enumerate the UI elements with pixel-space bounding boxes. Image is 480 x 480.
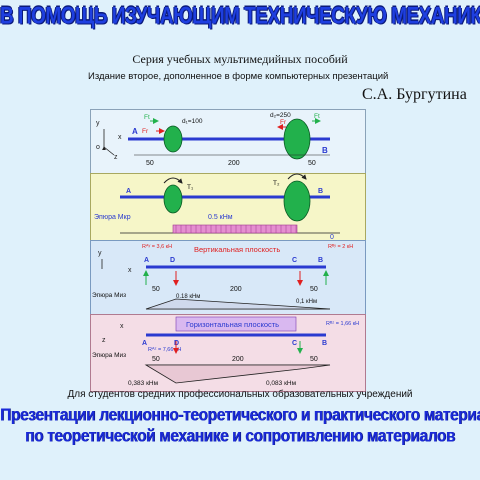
hp-rbz-label: Rᴮᶻ = 1,66 кН <box>326 320 359 327</box>
horizontal-plane-scheme: x z Горизонтальная плоскость Rᴮᶻ = 1,66 … <box>92 316 359 387</box>
vp-dim-2: 200 <box>230 286 242 293</box>
force-fr2-label: Fr <box>280 119 287 126</box>
vp-axis-x: x <box>128 267 132 274</box>
edition-note: Издание второе, дополненное в форме комп… <box>88 71 389 82</box>
vp-moment-diagram <box>145 298 331 310</box>
force-ft2-label: Ft <box>314 113 320 120</box>
torque-diagram-area <box>172 224 298 234</box>
presentation-title-line-2: по теоретической механике и сопротивлени… <box>25 426 455 447</box>
axis-x-label: x <box>118 134 122 141</box>
gear-1 <box>163 125 183 153</box>
vp-rb-label: Rᴮʸ = 2 кН <box>328 243 353 250</box>
hp-point-a: A <box>142 340 147 347</box>
hp-raz-label: Rᴬᶻ = 7,66 кН <box>148 345 181 353</box>
axis-z-label: z <box>114 154 118 161</box>
torque-support-b: B <box>318 188 323 195</box>
torque-diagram-label: Эпюра Мкр <box>94 214 131 221</box>
vp-diagram-label: Эпюра Миз <box>92 292 126 299</box>
hp-dim-2: 200 <box>232 356 244 363</box>
torque-t1-arrow <box>163 177 183 184</box>
origin-label: o <box>96 144 100 151</box>
torque-gear-1 <box>163 184 183 214</box>
hp-moment-d: 0,383 кНм <box>128 380 159 387</box>
vp-dim-3: 50 <box>310 286 318 293</box>
z-axis-line <box>103 146 115 156</box>
dim-label-2: 200 <box>228 160 240 167</box>
hp-dim-1: 50 <box>152 356 160 363</box>
shaft-diagram: y o x z A B d₁=100 Fr Ft d₂=250 Fr Ft 50… <box>92 112 359 387</box>
vp-point-a: A <box>144 257 149 264</box>
torque-value-label: 0.5 кНм <box>208 214 233 221</box>
hp-title: Горизонтальная плоскость <box>186 320 279 329</box>
torque-gear-2 <box>283 180 311 222</box>
torque-support-a: A <box>126 188 131 195</box>
hp-axis-x: x <box>120 323 124 330</box>
hp-point-c: C <box>292 340 297 347</box>
target-audience: Для студентов средних профессиональных о… <box>67 389 413 400</box>
hp-point-d: D <box>174 340 179 347</box>
hp-point-b: B <box>322 340 327 347</box>
torque-zero-label: 0 <box>330 234 334 241</box>
vertical-plane-scheme: y x Rᴬʸ = 3,6 кН Rᴮʸ = 2 кН Вертикальная… <box>92 242 353 310</box>
force-fr1-label: Fr <box>142 128 149 135</box>
torque-t2-label: T₂ <box>273 180 280 187</box>
support-a-label: A <box>132 127 138 136</box>
torque-hatching <box>175 225 297 233</box>
force-ft1-label: Ft <box>144 114 150 121</box>
hp-moment-diagram <box>144 364 331 384</box>
torque-t2-arrow <box>287 173 307 180</box>
presentation-title-line-1: Презентации лекционно-теоретического и п… <box>0 405 480 426</box>
axis-y-label: y <box>96 120 100 127</box>
vp-point-d: D <box>170 257 175 264</box>
hp-axis-z: z <box>102 337 106 344</box>
hp-dim-3: 50 <box>310 356 318 363</box>
vp-point-c: C <box>292 257 297 264</box>
vp-title: Вертикальная плоскость <box>194 245 280 254</box>
torque-t1-label: T₁ <box>187 184 194 191</box>
vp-dim-1: 50 <box>152 286 160 293</box>
vp-moment-c: 0,1 кНм <box>296 299 317 305</box>
dim-label-1: 50 <box>146 160 154 167</box>
hp-title-band <box>175 316 297 332</box>
vp-axis-y: y <box>98 250 102 257</box>
series-subtitle: Серия учебных мультимедийных пособий <box>132 52 348 66</box>
vp-moment-d: 0.18 кНм <box>176 294 200 300</box>
torque-scheme: A B T₁ T₂ Эпюра Мкр 0.5 кНм 0 <box>94 173 340 241</box>
hp-moment-c: 0,083 кНм <box>266 380 297 387</box>
vp-ra-label: Rᴬʸ = 3,6 кН <box>142 242 172 250</box>
gear-2 <box>283 118 311 160</box>
support-b-label: B <box>322 146 328 155</box>
gear-2-diameter: d₂=250 <box>270 112 291 119</box>
vp-point-b: B <box>318 257 323 264</box>
shaft-scheme: y o x z A B d₁=100 Fr Ft d₂=250 Fr Ft 50… <box>96 112 330 167</box>
gear-1-diameter: d₁=100 <box>182 118 203 125</box>
hp-diagram-label: Эпюра Миз <box>92 352 126 359</box>
author-name: С.А. Бургутина <box>362 86 467 103</box>
dim-label-3: 50 <box>308 160 316 167</box>
cover-title: В ПОМОЩЬ ИЗУЧАЮЩИМ ТЕХНИЧЕСКУЮ МЕХАНИКУ <box>0 3 480 30</box>
